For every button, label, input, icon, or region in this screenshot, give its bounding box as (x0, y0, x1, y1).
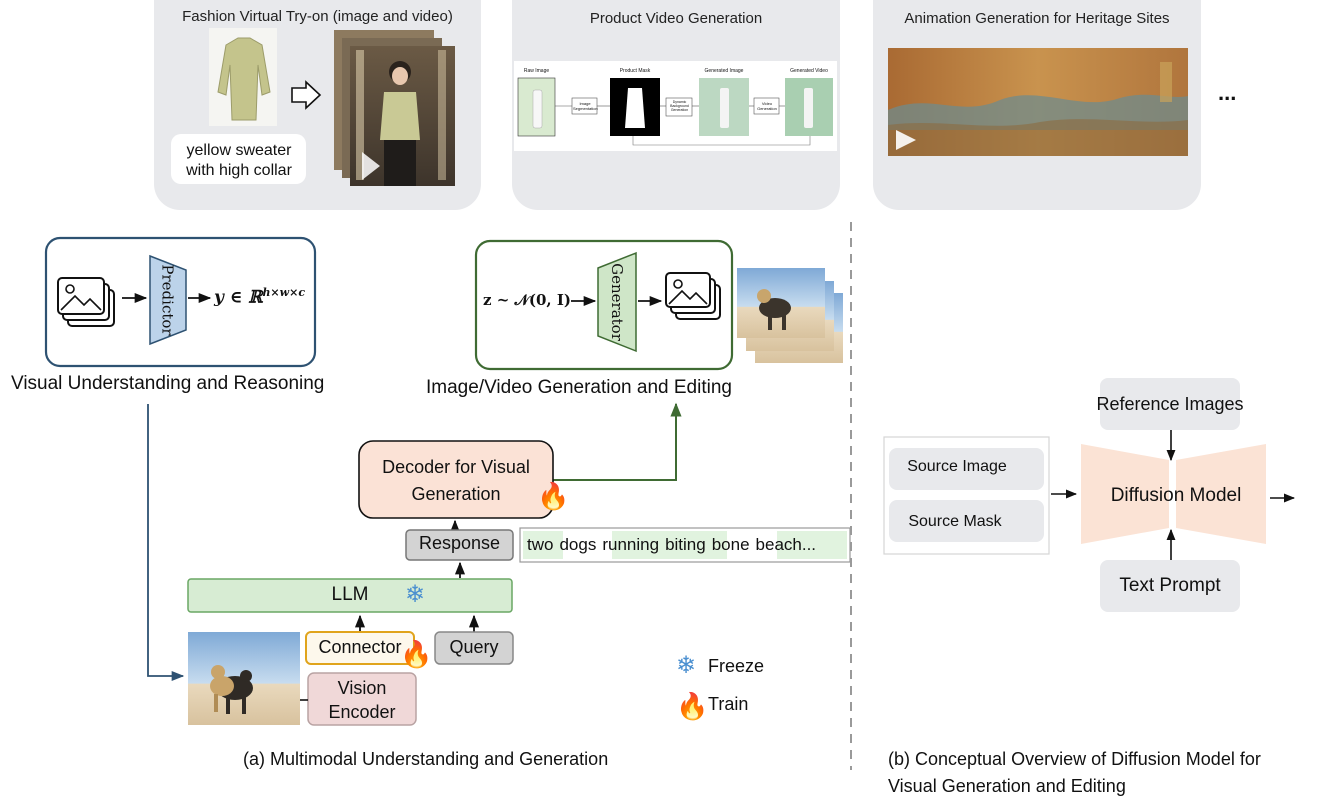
response-label: Response (418, 533, 501, 553)
generation-caption: Image/Video Generation and Editing (426, 377, 732, 398)
product-pipeline-figure (514, 61, 837, 151)
query-label: Query (449, 637, 499, 657)
output-formula-base: y ∈ ℝ (214, 287, 263, 308)
play-icon (362, 152, 380, 180)
fire-icon: 🔥 (400, 639, 433, 669)
snowflake-icon: ❄ (405, 581, 426, 608)
product-step-label: Image Segmentation (573, 101, 598, 111)
legend-train-label: Train (708, 694, 749, 714)
image-stack-icon (57, 277, 115, 327)
product-panel-label: Product Mask (619, 68, 651, 74)
snowflake-icon: ❄ (676, 652, 697, 679)
image-stack-icon (665, 272, 721, 320)
part-b-caption-line1: (b) Conceptual Overview of Diffusion Mod… (888, 749, 1261, 769)
tryon-title: Fashion Virtual Try-on (image and video) (182, 8, 453, 25)
predictor-block (149, 254, 187, 346)
connector-label: Connector (318, 637, 402, 657)
diffusion-encoder-shape (1081, 444, 1169, 544)
vision-encoder-label: Vision Encoder (328, 678, 396, 722)
heritage-painting (888, 48, 1188, 156)
response-tokens: two dogs running biting bone beach... (527, 535, 816, 555)
heritage-title: Animation Generation for Heritage Sites (904, 10, 1170, 27)
more-applications-ellipsis: ... (1218, 80, 1237, 105)
source-mask-label: Source Mask (908, 513, 1002, 530)
tryon-video-frames (334, 30, 455, 186)
decoder-box (358, 440, 554, 519)
understanding-caption: Visual Understanding and Reasoning (11, 373, 325, 394)
response-token: two (527, 535, 554, 554)
response-token: dogs (559, 535, 597, 554)
part-b-caption-line2: Visual Generation and Editing (888, 776, 1126, 796)
generator-label: Generator (608, 263, 626, 341)
product-step-label: Video Generation (757, 101, 777, 111)
decoder-label: Decoder for Visual Generation (382, 457, 530, 504)
generated-dog-frames (737, 268, 843, 363)
sweater-thumbnail (209, 28, 277, 126)
generator-label-wrap: Generator (598, 253, 636, 351)
predictor-label-wrap: Predictor (150, 256, 186, 344)
response-token: running (602, 535, 660, 554)
arrow-right-icon (291, 80, 322, 110)
diffusion-decoder-shape (1176, 444, 1266, 544)
response-token: beach... (755, 535, 817, 554)
tryon-text-prompt: yellow sweater with high collar (186, 142, 292, 179)
legend-freeze-label: Freeze (708, 656, 765, 676)
diffusion-model-label: Diffusion Model (1110, 485, 1242, 506)
play-icon (896, 130, 916, 150)
vision-encoder-box (307, 672, 417, 726)
input-dog-photo (188, 632, 300, 725)
response-box (405, 529, 514, 561)
llm-box (187, 578, 513, 613)
predictor-output-formula: y ∈ ℝh×w×c (214, 286, 305, 308)
product-step-label: Dynamic Background Generation (670, 100, 689, 112)
product-title: Product Video Generation (589, 10, 763, 27)
product-panel-label: Generated Video (790, 68, 828, 74)
text-prompt-label: Text Prompt (1119, 575, 1221, 596)
predictor-label: Predictor (159, 264, 178, 336)
text-input-box (171, 134, 306, 184)
connector-box (305, 631, 415, 665)
text-prompt-box (1100, 560, 1240, 612)
source-mask-box (889, 500, 1044, 542)
source-image-box (889, 448, 1044, 490)
fire-icon: 🔥 (676, 691, 709, 721)
query-box (434, 631, 514, 665)
part-a-caption: (a) Multimodal Understanding and Generat… (243, 749, 609, 769)
response-token: biting (665, 535, 706, 554)
noise-input-formula: z ~ 𝒩(0, I) (483, 291, 571, 309)
llm-label: LLM (331, 584, 369, 605)
product-panel-label: Raw Image (523, 68, 550, 74)
source-image-label: Source Image (907, 458, 1007, 475)
product-panel-label: Generated Image (704, 68, 744, 74)
output-formula-sup: h×w×c (262, 286, 306, 299)
response-token: bone (711, 535, 750, 554)
reference-images-box (1100, 378, 1240, 430)
generator-block (597, 251, 637, 353)
fire-icon: 🔥 (537, 481, 570, 511)
reference-images-label: Reference Images (1096, 394, 1244, 414)
